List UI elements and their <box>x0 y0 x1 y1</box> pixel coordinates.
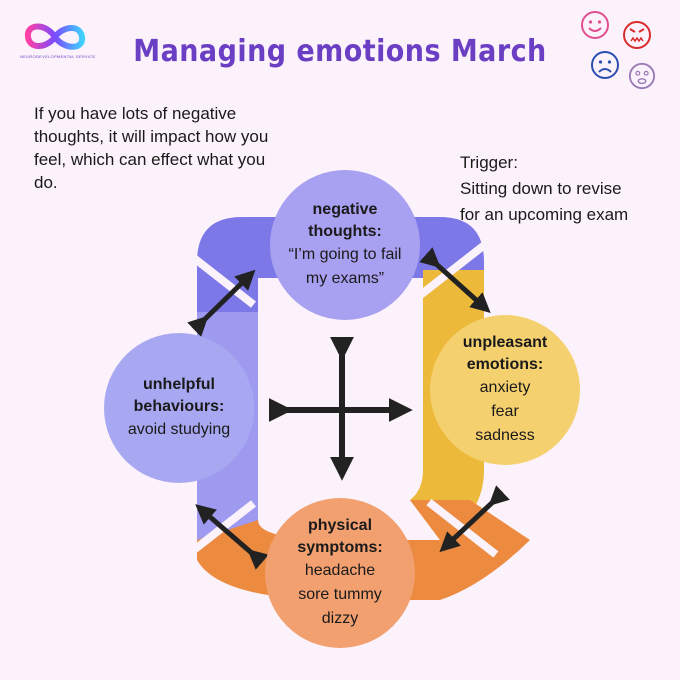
node-unhelpful-behaviours-line-1: avoid studying <box>127 421 231 438</box>
arrow-behaviours-thoughts <box>187 269 256 337</box>
node-physical-symptoms-heading-2: symptoms: <box>297 539 383 556</box>
node-physical-symptoms-line-1: headache <box>304 562 376 579</box>
node-unhelpful-behaviours: unhelpful behaviours: avoid studying <box>104 333 254 483</box>
sad-face-icon <box>591 51 619 79</box>
arrow-physical-behaviours <box>195 504 269 570</box>
node-negative-thoughts-heading-2: thoughts: <box>308 223 382 240</box>
node-unpleasant-emotions-line-1: anxiety <box>479 379 531 396</box>
arrow-emotions-physical <box>439 485 510 553</box>
node-unpleasant-emotions: unpleasant emotions: anxiety fear sadnes… <box>430 315 580 465</box>
page-title: Managing emotions March <box>133 34 547 69</box>
happy-face-icon <box>581 11 609 39</box>
trigger-line-1: Sitting down to revise <box>460 179 622 198</box>
node-negative-thoughts-heading-1: negative <box>312 201 378 218</box>
node-physical-symptoms-line-2: sore tummy <box>298 586 382 603</box>
arrow-thoughts-emotions <box>419 247 491 314</box>
worried-face-icon <box>628 62 656 90</box>
angry-face-icon <box>623 21 651 49</box>
logo-text: NEURODEVELOPMENTAL SERVICE <box>20 54 96 59</box>
trigger-line-2: for an upcoming exam <box>460 205 629 224</box>
node-unpleasant-emotions-line-3: sadness <box>475 427 535 444</box>
node-unhelpful-behaviours-heading-2: behaviours: <box>133 398 225 415</box>
intro-text: If you have lots of negative thoughts, i… <box>34 104 269 192</box>
node-unpleasant-emotions-heading-2: emotions: <box>466 356 544 373</box>
logo <box>20 20 90 64</box>
node-physical-symptoms: physical symptoms: headache sore tummy d… <box>265 498 415 648</box>
node-unpleasant-emotions-line-2: fear <box>491 403 519 420</box>
node-physical-symptoms-heading-1: physical <box>307 517 373 534</box>
node-negative-thoughts-line-2: my exams” <box>305 270 385 287</box>
node-unpleasant-emotions-heading-1: unpleasant <box>462 334 548 351</box>
trigger-text: Trigger: Sitting down to revise for an u… <box>460 150 670 228</box>
trigger-label: Trigger: <box>460 153 518 172</box>
node-unhelpful-behaviours-heading-1: unhelpful <box>143 376 215 393</box>
node-negative-thoughts: negative thoughts: “I’m going to fail my… <box>270 170 420 320</box>
node-physical-symptoms-line-3: dizzy <box>321 610 359 627</box>
node-negative-thoughts-line-1: “I’m going to fail <box>288 246 402 263</box>
